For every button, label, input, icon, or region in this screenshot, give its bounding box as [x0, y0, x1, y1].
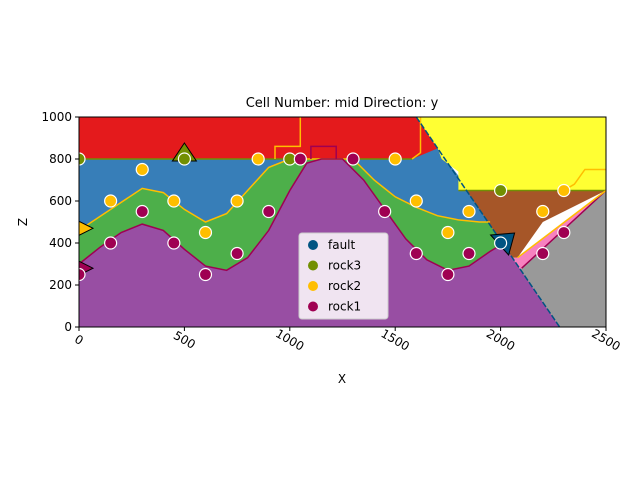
surface-point-rock2 — [462, 204, 476, 219]
x-tick-label: 0 — [72, 332, 86, 348]
x-axis-label: X — [338, 372, 346, 386]
interface-lines — [79, 117, 606, 327]
surface-point-rock1 — [441, 267, 455, 282]
plot-area — [79, 117, 606, 327]
y-tick-label: 0 — [64, 320, 72, 334]
surface-point-rock1 — [536, 246, 550, 261]
surface-point-rock1 — [198, 267, 213, 282]
surface-point-rock2 — [441, 225, 455, 240]
unit-rock1-right — [520, 190, 606, 327]
surface-point-rock2 — [557, 183, 571, 198]
orientation-rock2 — [79, 220, 95, 236]
legend: fault rock3 rock2 rock1 — [298, 232, 389, 320]
fault-line — [415, 117, 561, 327]
y-tick-label: 600 — [49, 194, 72, 208]
legend-label-rock2: rock2 — [328, 279, 361, 293]
surface-point-rock2 — [536, 204, 550, 219]
surface-points — [79, 142, 571, 282]
y-axis-label: Z — [16, 218, 30, 226]
plot-frame — [78, 116, 607, 328]
legend-box — [298, 232, 389, 320]
legend-label-rock3: rock3 — [328, 259, 361, 273]
surface-point-rock2 — [251, 152, 265, 166]
chart-title: Cell Number: mid Direction: y — [246, 96, 439, 111]
y-tick-label: 200 — [49, 278, 72, 292]
legend-marker-fault — [308, 240, 318, 250]
interface-rock2-left — [79, 158, 491, 232]
surface-point-rock1 — [262, 204, 276, 219]
surface-point-rock1 — [167, 236, 181, 250]
interface-rock1-left — [79, 158, 501, 272]
surface-point-rock2 — [230, 194, 244, 208]
unit-top-right — [416, 117, 606, 191]
legend-marker-rock1 — [308, 301, 318, 312]
surface-point-rock1 — [557, 225, 571, 240]
x-tick-label: 500 — [171, 328, 198, 352]
legend-label-fault: fault — [328, 238, 356, 252]
unit-rock2-left — [79, 159, 504, 271]
surface-point-rock1 — [409, 246, 423, 261]
surface-point-rock3 — [177, 152, 191, 166]
y-tick-label: 1000 — [41, 110, 72, 124]
interface-rock1-top — [310, 145, 337, 159]
surface-point-rock1 — [462, 246, 476, 261]
surface-point-rock2 — [167, 194, 181, 208]
surface-point-rock1 — [378, 204, 392, 219]
surface-point-rock2 — [104, 194, 118, 208]
surface-point-rock2 — [388, 152, 402, 166]
legend-marker-rock2 — [308, 281, 318, 291]
unit-rock3-left — [79, 148, 491, 231]
legend-marker-rock3 — [308, 260, 318, 271]
y-tick-label: 400 — [49, 236, 72, 250]
surface-point-rock2 — [135, 162, 149, 177]
interface-rock2-top — [411, 117, 422, 160]
unit-rock3-right — [458, 190, 606, 258]
surface-point-rock3 — [494, 183, 508, 198]
surface-point-rock2 — [198, 225, 213, 240]
y-tick-label: 800 — [49, 152, 72, 166]
surface-point-rock1 — [293, 152, 307, 166]
surface-point-rock1 — [230, 246, 244, 261]
surface-point-rock1 — [79, 267, 86, 282]
interface-rock2-topleft — [274, 117, 302, 159]
surface-point-rock1 — [346, 152, 360, 166]
interface-rock2-right — [517, 189, 606, 259]
surface-point-rock1 — [135, 204, 149, 219]
surface-point-rock1 — [104, 236, 118, 250]
surface-point-rock3 — [79, 152, 86, 166]
surface-point-fault — [494, 236, 508, 250]
legend-label-rock1: rock1 — [328, 300, 361, 314]
surface-point-rock2 — [409, 194, 423, 208]
